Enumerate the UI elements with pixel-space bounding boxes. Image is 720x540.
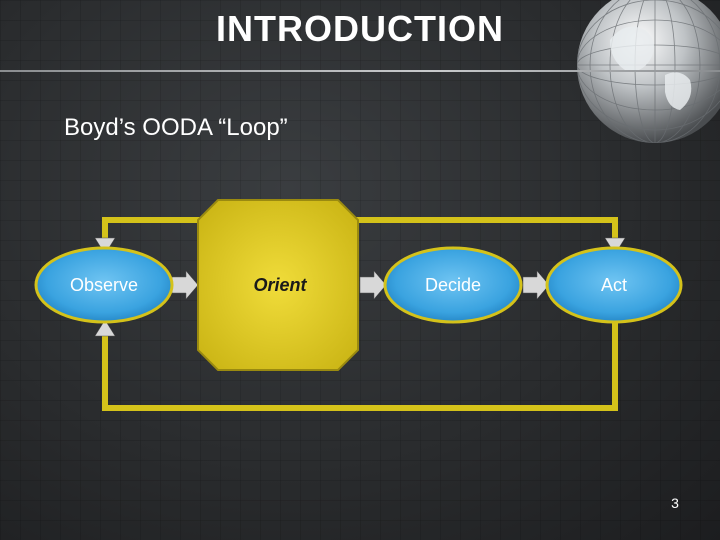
decide-node bbox=[383, 246, 523, 324]
observe-label: Observe bbox=[69, 275, 139, 295]
arrow-orient-to-decide bbox=[359, 270, 387, 300]
top-feedback-connector bbox=[94, 217, 626, 255]
bottom-feedback-loop bbox=[94, 318, 618, 411]
arrow-observe-to-orient bbox=[171, 270, 199, 300]
orient-box bbox=[197, 199, 359, 371]
observe-node bbox=[34, 246, 174, 324]
act-node bbox=[545, 246, 683, 324]
arrow-decide-to-act bbox=[522, 270, 550, 300]
slide-subtitle: Boyd’s OODA “Loop” bbox=[64, 114, 288, 141]
act-label: Act bbox=[600, 275, 627, 295]
slide-title: INTRODUCTION bbox=[216, 8, 504, 49]
decide-label: Decide bbox=[424, 275, 482, 295]
orient-label: Orient bbox=[253, 275, 307, 295]
page-number: 3 bbox=[671, 495, 679, 511]
title-divider bbox=[0, 70, 720, 72]
